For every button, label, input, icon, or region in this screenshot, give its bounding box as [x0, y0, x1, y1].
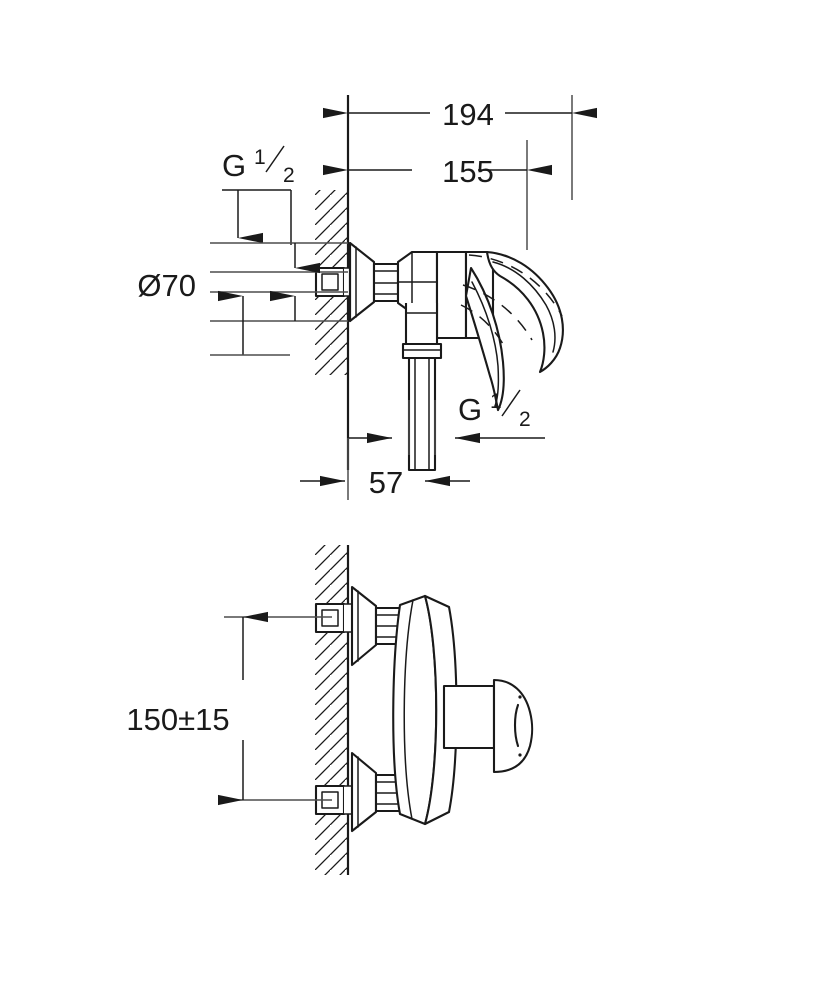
inlet-collar-upper — [344, 603, 353, 633]
dim-d70-label: Ø70 — [137, 268, 196, 303]
dim-194-group: 194 — [323, 95, 597, 200]
lever-dot-upper — [518, 695, 522, 699]
escutcheon-cone-top — [348, 241, 376, 323]
thread-callout-upper-group: G 1 2 — [222, 145, 295, 245]
dim-155-group: 155 — [323, 140, 552, 250]
body-cartridge-block — [435, 250, 468, 340]
inlet-square-inner-upper — [321, 609, 339, 627]
lever-swing-arc-inner — [460, 304, 504, 345]
dim-d70-group: Ø70 — [137, 242, 348, 356]
lever-handle-down-crease — [471, 281, 500, 407]
body-front-face — [423, 594, 458, 826]
lever-cone — [492, 678, 534, 774]
mixer-body-front — [392, 594, 458, 826]
thread-callout-upper-letter: G — [222, 148, 246, 183]
mixer-body-top — [396, 250, 495, 350]
lever-indicator-notch — [513, 703, 520, 748]
outlet-collar — [401, 342, 443, 360]
lever-handle-top — [460, 250, 564, 412]
front-view-group: 150±15 — [126, 545, 534, 875]
dim-57-label: 57 — [369, 465, 403, 500]
lever-handle-down-shape — [464, 266, 505, 412]
thread-callout-lower-letter: G — [458, 392, 482, 427]
dim-194-label: 194 — [442, 97, 494, 132]
thread-callout-upper-fraction-bar — [265, 145, 285, 173]
inlet-square-fitting-upper — [314, 602, 346, 634]
lever-handle-shape — [485, 250, 564, 374]
outlet-pipe-top — [401, 342, 443, 472]
body-front-shell — [392, 594, 438, 826]
escutcheon-upper — [350, 585, 378, 667]
wall-section-bottom — [315, 545, 350, 875]
thread-callout-lower-group: G 1 2 — [348, 389, 545, 455]
body-front-shell-crease — [403, 599, 414, 820]
lever-handle-crease — [492, 261, 556, 353]
lever-handle-front — [442, 678, 534, 774]
inlet-connector-upper-front — [314, 585, 402, 667]
union-nut-top — [372, 262, 400, 303]
escutcheon-lower — [350, 751, 378, 833]
thread-callout-upper-denominator: 2 — [283, 164, 295, 187]
dim-57-group: 57 — [300, 438, 470, 500]
thread-callout-upper-numerator: 1 — [254, 146, 266, 169]
body-outlet-neck — [404, 303, 439, 350]
inlet-collar-lower — [344, 785, 353, 815]
escutcheon-body — [348, 241, 376, 323]
dim-150-label: 150±15 — [126, 702, 229, 737]
inlet-square-inner — [321, 273, 339, 291]
lever-swing-arc-mid — [462, 284, 533, 341]
lever-stem — [442, 684, 496, 750]
dim-155-label: 155 — [442, 154, 494, 189]
thread-callout-lower-fraction-bar — [501, 389, 521, 417]
outlet-pipe-body — [407, 356, 437, 472]
thread-callout-lower-numerator: 1 — [490, 390, 502, 413]
thread-callout-lower-denominator: 2 — [519, 408, 531, 431]
wall-hatch-bottom — [315, 545, 348, 875]
lever-dot-lower — [518, 753, 522, 757]
dim-150-group: 150±15 — [126, 611, 332, 806]
side-view-group: 194 155 G 1 2 — [137, 95, 597, 500]
